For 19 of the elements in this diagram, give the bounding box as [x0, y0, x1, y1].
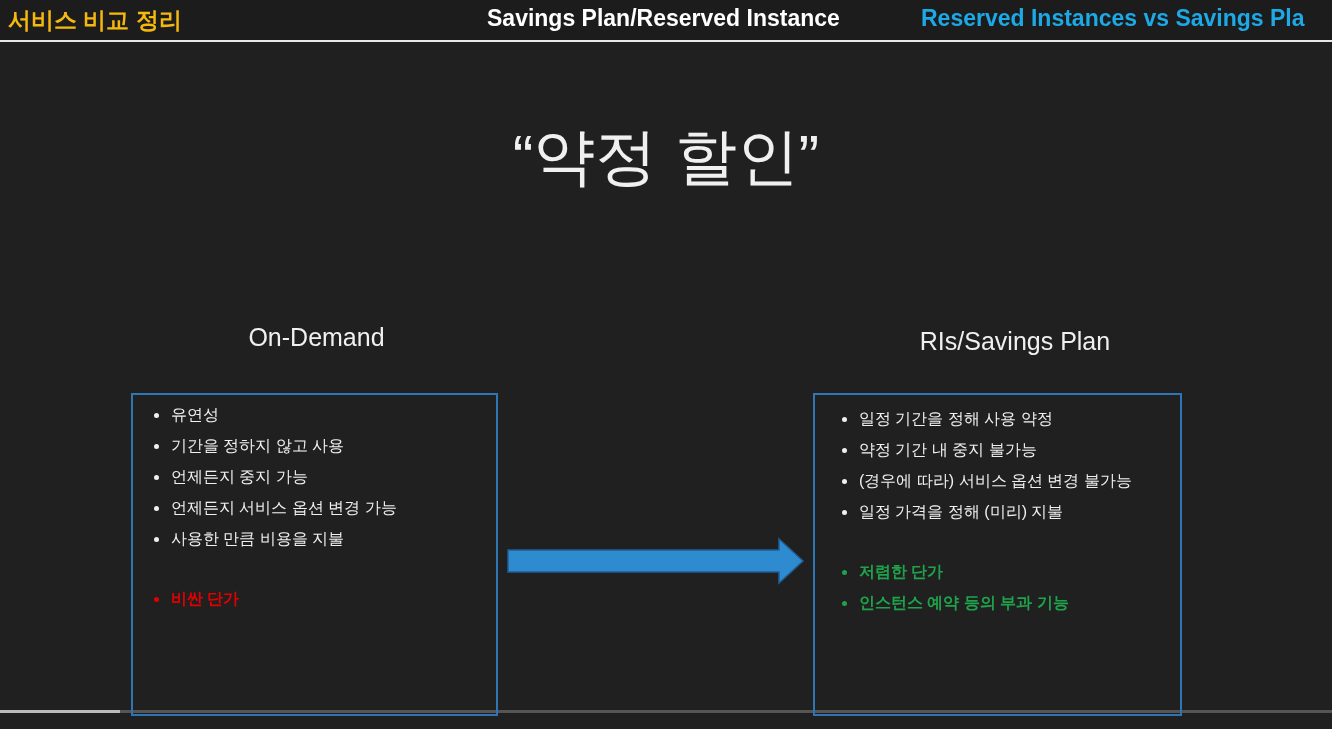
title: “약정 할인” — [512, 122, 820, 191]
bullet-item: 언제든지 중지 가능 — [171, 467, 308, 487]
box-heading: RIs/Savings Plan — [919, 327, 1111, 356]
header-text: 서비스 비교 정리 — [8, 6, 182, 35]
bullet-item: 일정 가격을 정해 (미리) 지불 — [859, 502, 1064, 522]
bullet-item: (경우에 따라) 서비스 옵션 변경 불가능 — [859, 471, 1132, 491]
box-heading: On-Demand — [248, 323, 385, 352]
bullet-item: 일정 기간을 정해 사용 약정 — [859, 409, 1053, 429]
bullet-item: 언제든지 서비스 옵션 변경 가능 — [171, 498, 397, 518]
block-arrow — [507, 537, 805, 585]
bullet-item: 비싼 단가 — [171, 589, 240, 609]
bullet-item: 유연성 — [171, 405, 219, 425]
bullet-item: 약정 기간 내 중지 불가능 — [859, 440, 1037, 460]
header-text: Savings Plan/Reserved Instance — [487, 5, 840, 32]
bullet-item: 사용한 만큼 비용을 지불 — [171, 529, 345, 549]
bullet-item: 인스턴스 예약 등의 부과 기능 — [859, 593, 1069, 613]
bullet-item: 기간을 정하지 않고 사용 — [171, 436, 345, 456]
bullet-item: 저렴한 단가 — [859, 562, 944, 582]
header-text: Reserved Instances vs Savings Pla — [921, 5, 1305, 32]
